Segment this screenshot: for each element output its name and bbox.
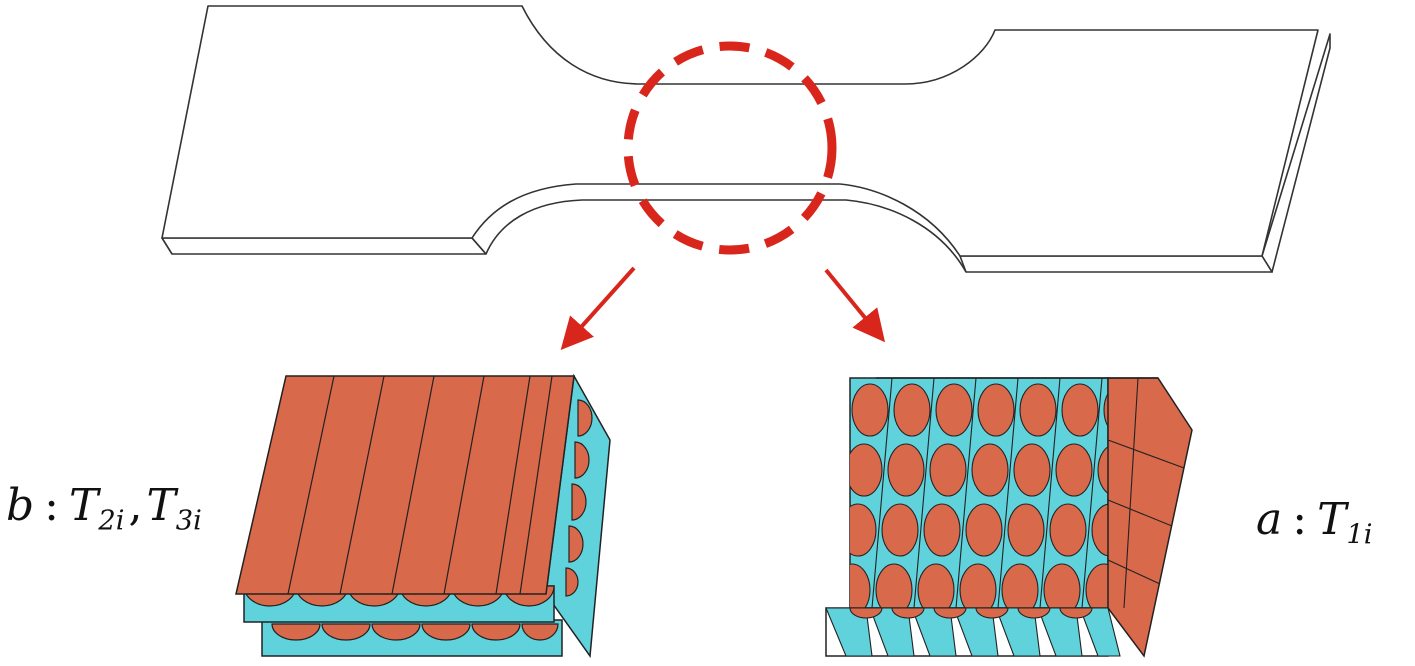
- block-b-top-face: [235, 375, 575, 595]
- tensile-specimen: [161, 5, 1331, 273]
- label-b: b:T2i,T3i: [6, 480, 202, 537]
- label-b-colon: :: [44, 480, 59, 531]
- block-a-bottom-half-fibers: [849, 607, 1093, 619]
- specimen-gauge-lower-edge: [485, 199, 967, 273]
- label-b-subscript-first: 2i: [98, 505, 125, 537]
- label-b-comma: ,: [128, 480, 143, 531]
- block-a-side-lines: [1107, 377, 1185, 609]
- block-b-fiber-lines: [287, 375, 553, 595]
- laminate-block-a: [825, 377, 1193, 658]
- specimen-right-bottom-face: [959, 255, 1273, 273]
- block-b-lower-fibers: [271, 623, 559, 641]
- arrow-to-a: [824, 268, 886, 343]
- arrow-to-b: [560, 266, 636, 350]
- block-b-side-fibers: [565, 399, 593, 597]
- label-a-colon: :: [1292, 494, 1308, 545]
- block-a-fiber-pattern: [850, 378, 1108, 608]
- label-b-subscript-second: 3i: [175, 505, 202, 537]
- specimen-top-face: [161, 5, 1319, 257]
- specimen-left-end-face: [161, 237, 487, 255]
- label-b-t-second: T: [146, 480, 176, 531]
- label-a: a:T1i: [1256, 494, 1373, 551]
- label-a-subscript: 1i: [1346, 519, 1373, 551]
- highlight-circle: [623, 41, 837, 255]
- label-a-t: T: [1317, 494, 1347, 545]
- label-a-variable: a: [1256, 494, 1283, 545]
- laminate-block-b: [235, 373, 611, 659]
- label-b-variable: b: [6, 480, 35, 531]
- label-b-t-first: T: [69, 480, 99, 531]
- block-a-bottom-fibers: [825, 607, 1121, 657]
